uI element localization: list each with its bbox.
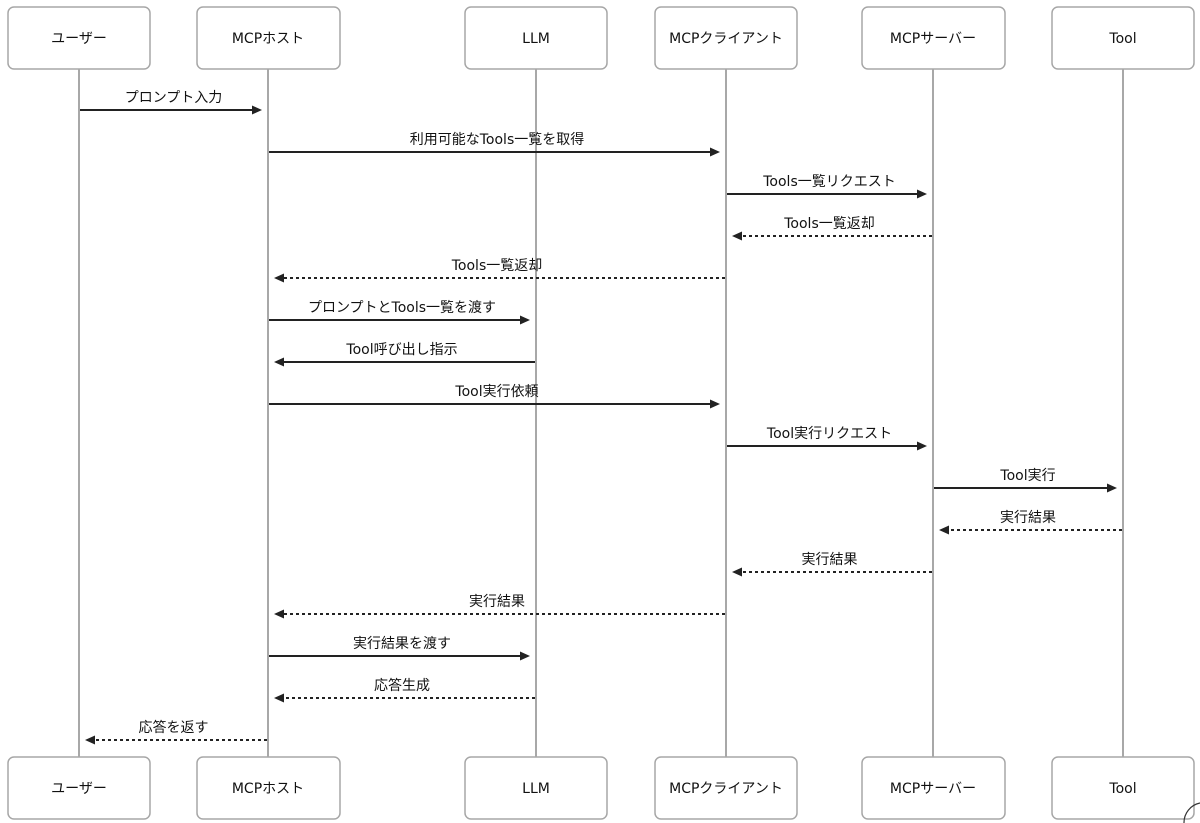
participant-user-top: ユーザー <box>7 6 151 70</box>
participant-label: MCPクライアント <box>669 781 783 797</box>
participant-box <box>7 6 151 70</box>
arrowhead-icon <box>520 315 530 325</box>
arrowhead-icon <box>274 609 284 619</box>
arrowhead-icon <box>274 273 284 283</box>
participant-label: MCPサーバー <box>890 31 976 47</box>
message-label: プロンプトとTools一覧を渡す <box>308 299 496 316</box>
message-label: 応答生成 <box>374 677 430 694</box>
message-7: Tool呼び出し指示 <box>274 342 535 367</box>
participant-boxes-bottom: ユーザー MCPホスト LLM MCPクライアント MCPサーバー Tool <box>7 756 1195 820</box>
participant-host-bottom: MCPホスト <box>196 756 341 820</box>
arrowhead-icon <box>252 105 262 115</box>
participant-box <box>7 756 151 820</box>
message-label: Tool呼び出し指示 <box>345 342 457 358</box>
message-2: 利用可能なTools一覧を取得 <box>269 131 720 157</box>
message-8: Tool実行依頼 <box>269 384 720 409</box>
message-label: Tool実行 <box>999 468 1055 484</box>
message-9: Tool実行リクエスト <box>727 426 927 451</box>
message-14: 実行結果を渡す <box>269 636 530 661</box>
participant-label: MCPクライアント <box>669 31 783 47</box>
participant-tool-top: Tool <box>1051 6 1195 70</box>
participant-boxes-top: ユーザー MCPホスト LLM MCPクライアント MCPサーバー Tool <box>7 6 1195 70</box>
arrowhead-icon <box>274 693 284 703</box>
participant-label: LLM <box>522 781 550 797</box>
arrowhead-icon <box>732 231 742 241</box>
message-5: Tools一覧返却 <box>274 257 725 283</box>
message-13: 実行結果 <box>274 594 725 619</box>
message-10: Tool実行 <box>934 468 1117 493</box>
message-11: 実行結果 <box>939 510 1122 535</box>
participant-label: MCPホスト <box>232 31 304 47</box>
message-label: 実行結果を渡す <box>353 636 451 652</box>
arrowhead-icon <box>917 441 927 451</box>
participant-label: MCPホスト <box>232 781 304 797</box>
participant-box <box>1051 6 1195 70</box>
message-label: 実行結果 <box>802 552 858 568</box>
arrowhead-icon <box>710 399 720 409</box>
participant-box <box>464 756 608 820</box>
message-label: 実行結果 <box>1000 510 1056 526</box>
participant-llm-bottom: LLM <box>464 756 608 820</box>
arrowhead-icon <box>939 525 949 535</box>
participant-box <box>861 6 1006 70</box>
participant-server-bottom: MCPサーバー <box>861 756 1006 820</box>
participant-label: Tool <box>1108 781 1136 797</box>
arrowhead-icon <box>710 147 720 157</box>
participant-box <box>654 756 798 820</box>
participant-server-top: MCPサーバー <box>861 6 1006 70</box>
participant-client-bottom: MCPクライアント <box>654 756 798 820</box>
participant-llm-top: LLM <box>464 6 608 70</box>
participant-tool-bottom: Tool <box>1051 756 1195 820</box>
arrowhead-icon <box>274 357 284 367</box>
lifelines <box>78 69 1124 757</box>
message-label: プロンプト入力 <box>125 90 223 106</box>
arrowhead-icon <box>520 651 530 661</box>
message-label: 応答を返す <box>139 719 209 736</box>
message-16: 応答を返す <box>85 719 267 745</box>
message-label: 実行結果 <box>469 594 525 610</box>
message-label: Tool実行依頼 <box>454 384 538 400</box>
participant-label: MCPサーバー <box>890 781 976 797</box>
participant-box <box>654 6 798 70</box>
message-label: Tools一覧リクエスト <box>762 173 896 190</box>
participant-host-top: MCPホスト <box>196 6 341 70</box>
participant-label: Tool <box>1108 31 1136 47</box>
message-4: Tools一覧返却 <box>732 215 932 241</box>
participant-user-bottom: ユーザー <box>7 756 151 820</box>
message-label: Tools一覧返却 <box>451 257 543 274</box>
participant-client-top: MCPクライアント <box>654 6 798 70</box>
message-label: Tools一覧返却 <box>783 215 875 232</box>
arrowhead-icon <box>917 189 927 199</box>
message-15: 応答生成 <box>274 677 535 703</box>
participant-label: LLM <box>522 31 550 47</box>
message-1: プロンプト入力 <box>80 90 262 115</box>
arrowhead-icon <box>85 735 95 745</box>
participant-box <box>861 756 1006 820</box>
message-label: 利用可能なTools一覧を取得 <box>410 131 585 148</box>
participant-box <box>464 6 608 70</box>
corner-arc-decoration <box>1183 802 1200 823</box>
message-12: 実行結果 <box>732 552 932 577</box>
message-label: Tool実行リクエスト <box>766 426 892 442</box>
participant-box <box>196 6 341 70</box>
participant-label: ユーザー <box>51 781 107 797</box>
message-3: Tools一覧リクエスト <box>727 173 927 199</box>
message-6: プロンプトとTools一覧を渡す <box>269 299 530 325</box>
participant-box <box>1051 756 1195 820</box>
arrowhead-icon <box>732 567 742 577</box>
arrowhead-icon <box>1107 483 1117 493</box>
participant-box <box>196 756 341 820</box>
participant-label: ユーザー <box>51 31 107 47</box>
